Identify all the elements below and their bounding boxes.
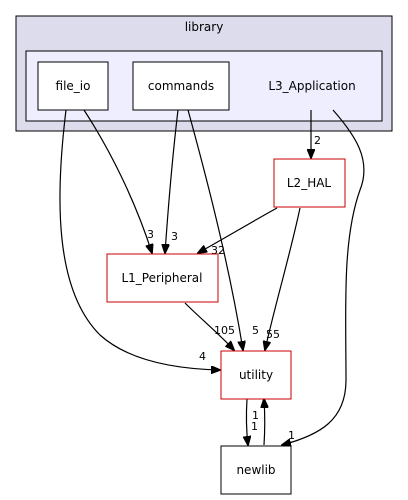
edge-newlib-to-utility — [264, 399, 265, 446]
node-utility-label: utility — [239, 368, 273, 382]
edge-label-l3-to-l2: 2 — [314, 134, 321, 147]
edge-label-commands-to-l1: 3 — [171, 230, 178, 243]
node-newlib-label: newlib — [236, 463, 275, 477]
node-commands[interactable]: commands — [132, 61, 230, 111]
edge-l2-to-l1 — [198, 207, 278, 253]
edge-label-utility-to-newlib: 1 — [251, 420, 258, 433]
edge-label-l2-to-utility: 55 — [266, 328, 280, 341]
edge-l1-to-utility — [184, 302, 234, 350]
node-commands-label: commands — [148, 79, 214, 93]
edge-label-l3-to-newlib: 1 — [288, 429, 295, 442]
edge-label-commands-to-utility: 5 — [252, 324, 259, 337]
node-newlib[interactable]: newlib — [220, 445, 292, 495]
edge-label-newlib-to-utility: 1 — [252, 409, 259, 422]
edge-label-l1-to-utility: 105 — [214, 324, 235, 337]
edge-l2-to-utility — [265, 207, 301, 350]
edge-file_io-to-l1 — [83, 109, 152, 253]
edge-commands-to-utility — [187, 109, 243, 350]
node-file_io-label: file_io — [56, 79, 91, 93]
edge-label-file_io-to-l1: 3 — [147, 228, 154, 241]
library-cluster-label: library — [185, 20, 224, 34]
edge-l3-to-newlib — [282, 109, 365, 445]
node-l1-peripheral-label: L1_Peripheral — [121, 271, 202, 285]
node-file_io[interactable]: file_io — [37, 61, 109, 111]
node-l3-application[interactable]: L3_Application — [268, 79, 355, 93]
edge-commands-to-l1 — [165, 109, 179, 253]
node-l2-hal-label: L2_HAL — [287, 176, 332, 190]
edge-label-file_io-to-utility: 4 — [199, 350, 206, 363]
node-l1-peripheral[interactable]: L1_Peripheral — [106, 253, 219, 303]
node-l3-application-label: L3_Application — [268, 79, 355, 93]
node-utility[interactable]: utility — [220, 350, 292, 400]
node-l2-hal[interactable]: L2_HAL — [273, 158, 346, 208]
edge-utility-to-newlib — [246, 398, 248, 445]
edge-file_io-to-utility — [59, 109, 220, 370]
